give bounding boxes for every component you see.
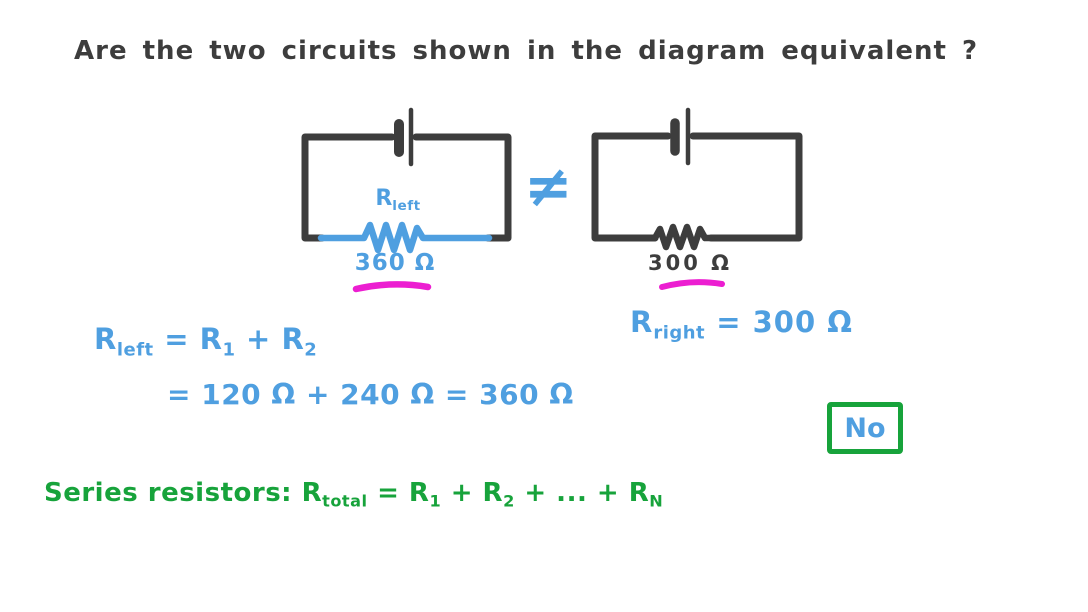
right-resistor-value: 300 Ω (648, 251, 732, 275)
question-title: Are the two circuits shown in the diagra… (74, 36, 979, 66)
left-circuit-wire-left (301, 133, 396, 242)
text-part: = 300 Ω (705, 305, 853, 339)
text-part: left (116, 339, 154, 361)
text-part: right (653, 322, 706, 344)
equation-left-line1: Rleft = R1 + R2 (94, 322, 317, 359)
left-circuit-wire-right (412, 133, 512, 242)
text-part: N (649, 491, 664, 511)
text-part: left (392, 197, 421, 214)
answer-box: No (827, 402, 903, 454)
right-resistor-icon (651, 223, 715, 251)
text-part: total (322, 491, 368, 511)
equation-left-line2: = 120 Ω + 240 Ω = 360 Ω (167, 378, 574, 411)
text-part: R (375, 186, 393, 211)
series-resistor-rule: Series resistors: Rtotal = R1 + R2 + ...… (44, 478, 664, 511)
not-equal-symbol: ≠ (524, 152, 573, 220)
left-resistor-value: 360 Ω (354, 250, 436, 276)
text-part: 1 (429, 491, 442, 511)
right-circuit-wire-left (591, 132, 672, 242)
text-part: Series resistors: R (44, 478, 323, 508)
text-part: = R (367, 478, 430, 508)
right-circuit-wire-right (689, 132, 803, 242)
equation-right: Rright = 300 Ω (630, 305, 853, 342)
text-part: 2 (304, 339, 318, 361)
text-part: = R (153, 322, 223, 356)
text-part: R (630, 305, 654, 339)
text-part: + R (441, 478, 504, 508)
text-part: + R (235, 322, 305, 356)
answer-text: No (844, 412, 886, 444)
text-part: 1 (222, 339, 236, 361)
text-part: + ... + R (514, 478, 650, 508)
left-resistor-icon (317, 221, 493, 254)
left-resistor-label: Rleft (338, 186, 458, 214)
text-part: 2 (503, 491, 515, 511)
right-value-underline (659, 279, 725, 290)
text-part: R (94, 322, 117, 356)
left-value-underline (352, 281, 432, 293)
